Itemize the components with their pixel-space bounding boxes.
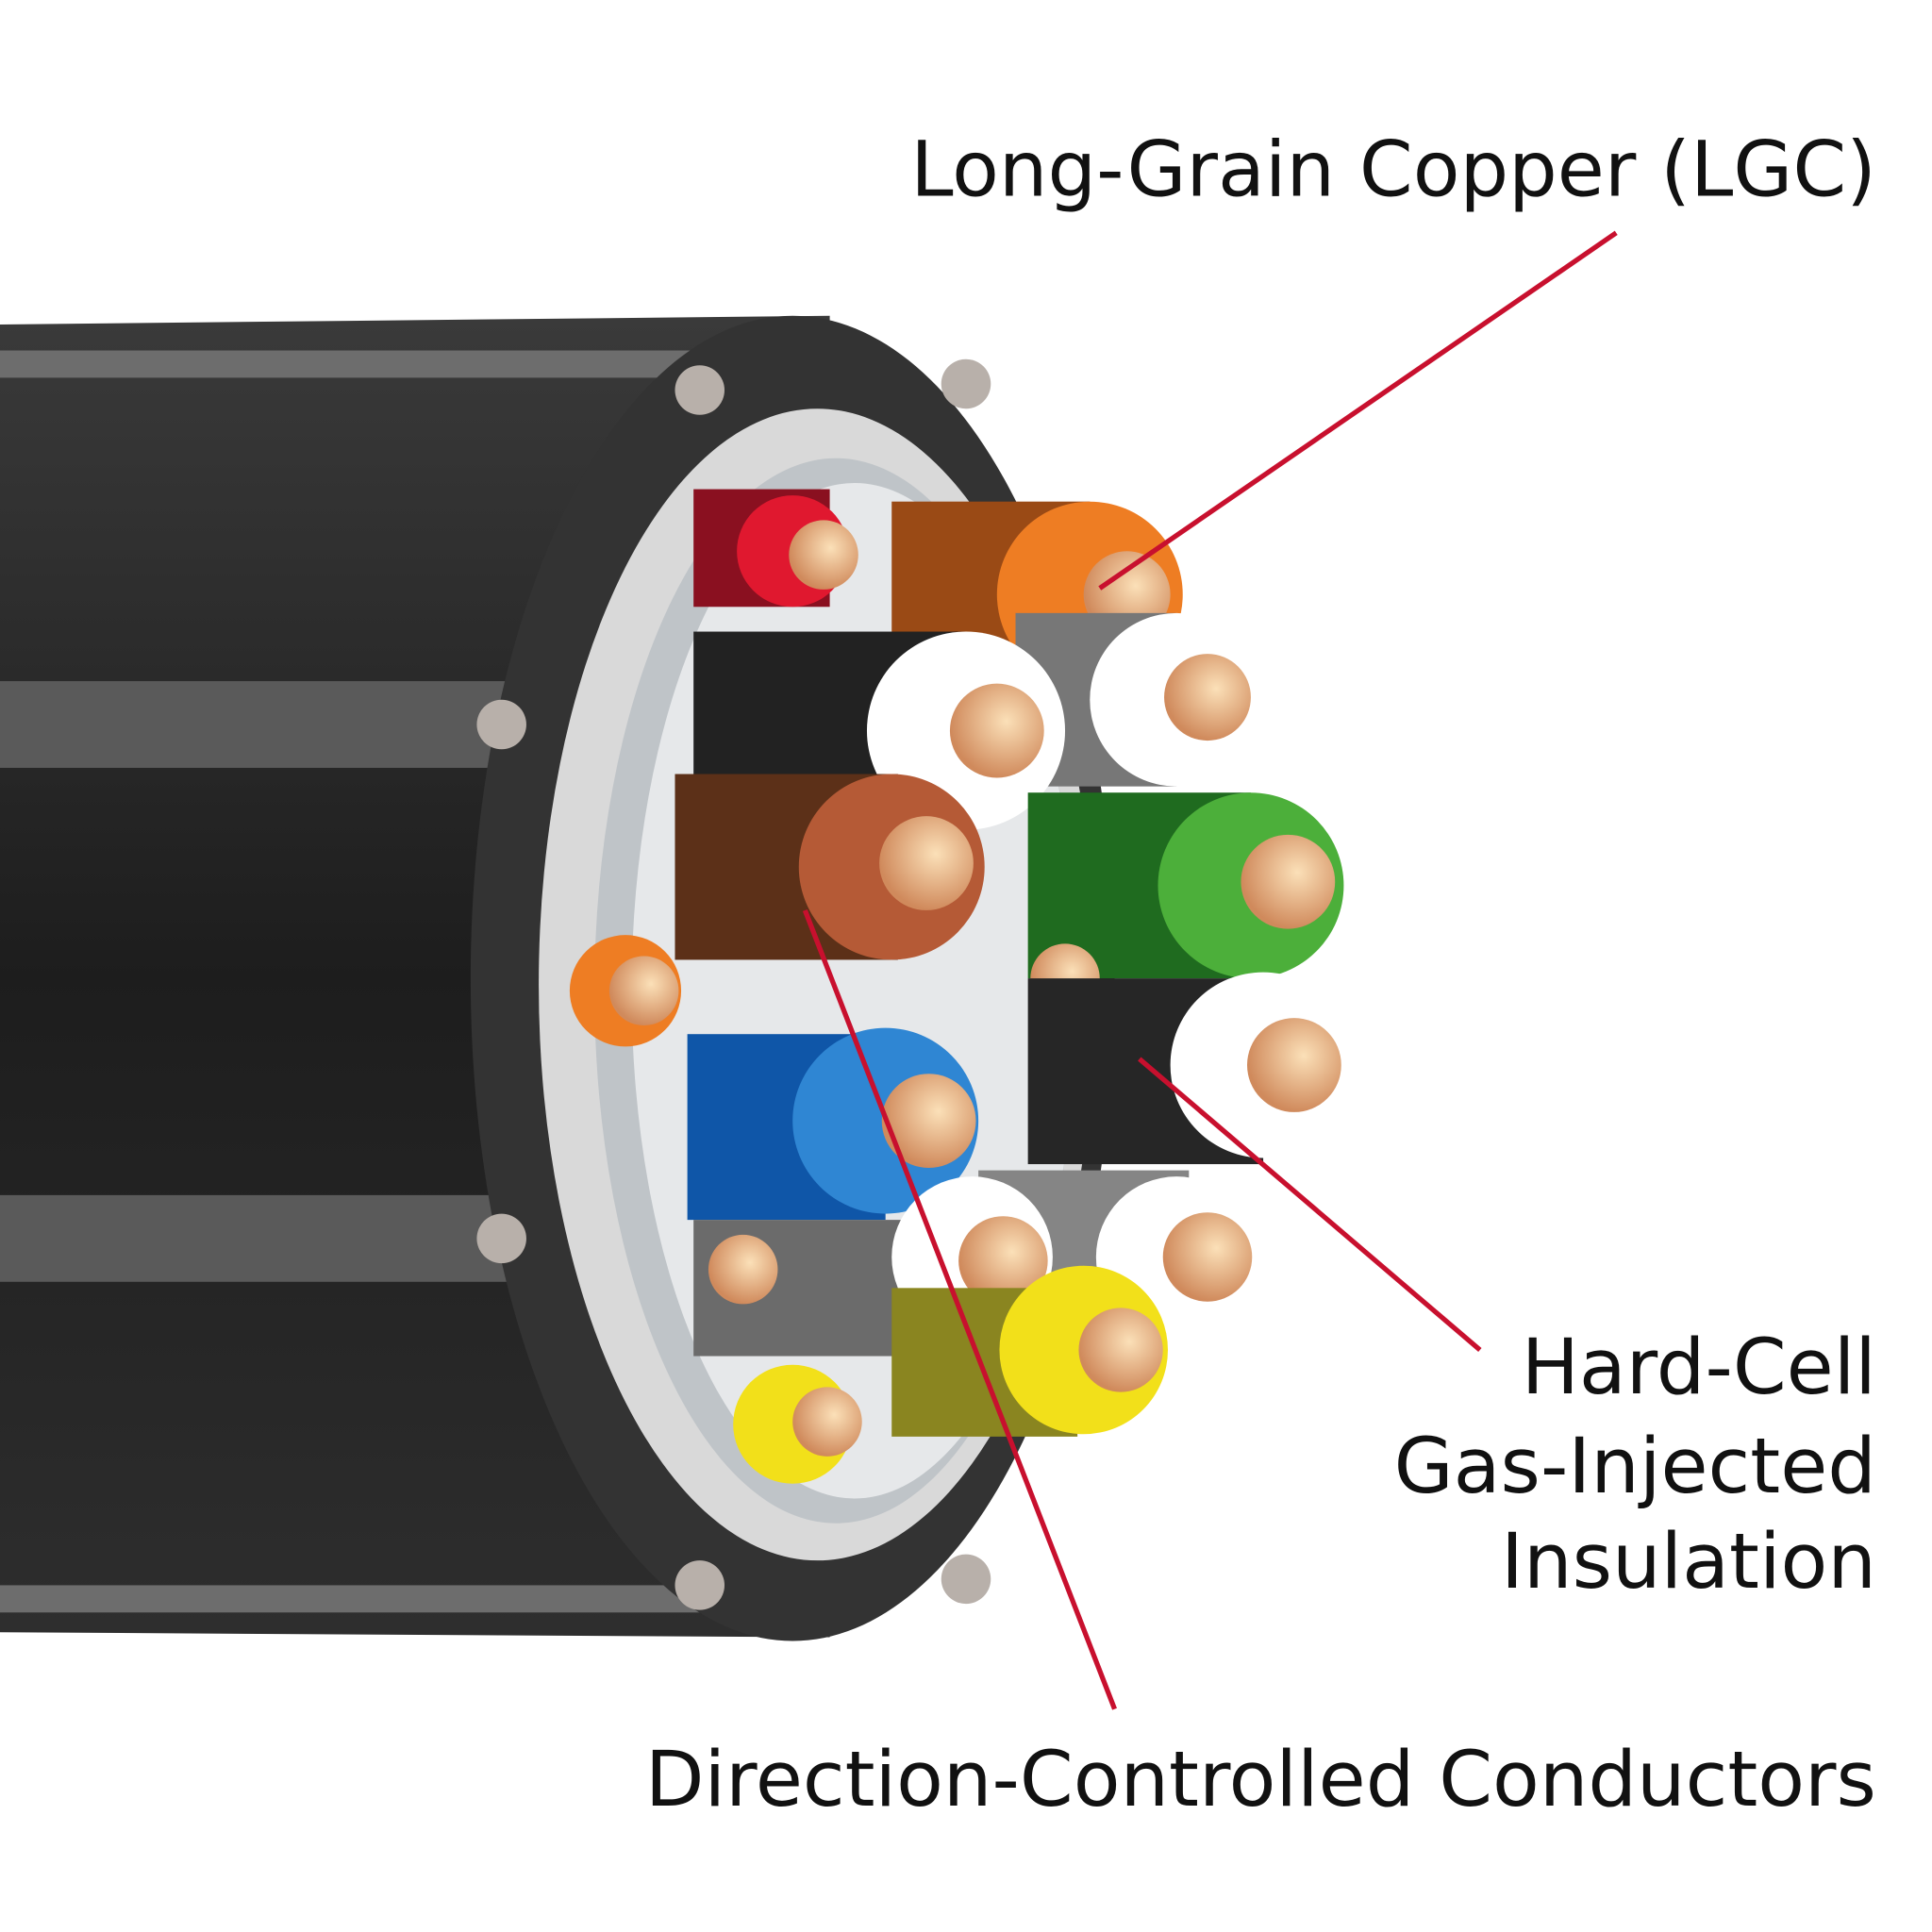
conductors-label: Direction-Controlled Conductors (645, 1735, 1876, 1824)
insulation-label-line2: Gas-Injected (1394, 1422, 1876, 1511)
conductors (569, 489, 1357, 1484)
copper-callout-line (1098, 230, 1618, 591)
jacket-stripe (0, 681, 521, 768)
copper-label: Long-Grain Copper (LGC) (910, 125, 1876, 214)
jacket-stripe (0, 1194, 521, 1282)
insulation-callout-line (1138, 1057, 1482, 1352)
jacket-stripe (0, 1585, 743, 1613)
insulation-label-line3: Insulation (1501, 1517, 1876, 1607)
insulation-label-line1: Hard-Cell (1522, 1323, 1876, 1412)
conductors-callout-line (802, 908, 1117, 1710)
callout-lines (802, 230, 1618, 1710)
jacket-stripe (0, 350, 743, 378)
